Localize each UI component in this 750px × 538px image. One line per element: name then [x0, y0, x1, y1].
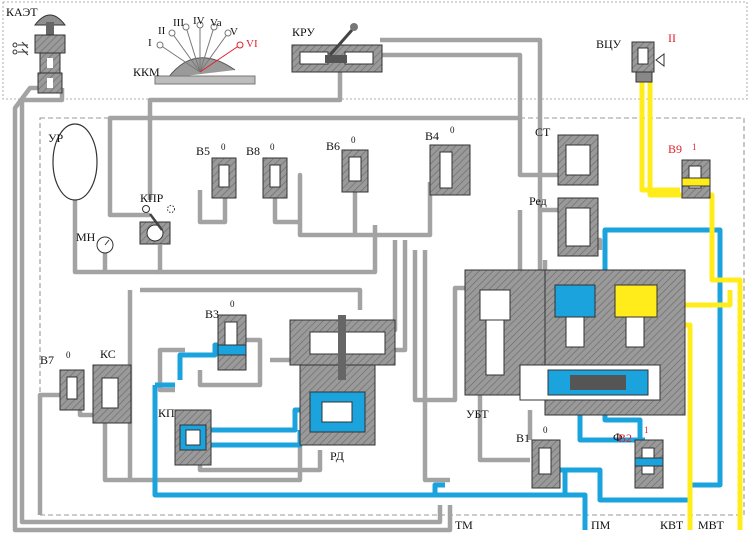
- ur-reservoir: [52, 123, 98, 201]
- kkm-pos-7: VI: [246, 38, 258, 50]
- label-tm: ТМ: [455, 518, 473, 532]
- label-kvt: КВТ: [660, 518, 684, 532]
- label-vcu: ВЦУ: [596, 37, 622, 51]
- kkm-pos-6: V: [230, 26, 238, 38]
- label-v9: В9: [668, 142, 682, 156]
- label-pm: ПМ: [591, 518, 611, 532]
- valve-v9: [681, 159, 711, 199]
- kkm-pos-1: I: [148, 37, 152, 49]
- label-kaet: КАЭТ: [6, 5, 38, 19]
- label-v8: В8: [246, 144, 260, 158]
- mark-v9: 1: [692, 142, 697, 152]
- label-kpr: КПР: [140, 191, 164, 205]
- kkm-pos-3: III: [173, 17, 184, 29]
- valve-v5: [211, 157, 237, 199]
- valve-v2: [634, 439, 664, 489]
- mark-v4: 0: [450, 125, 455, 135]
- red-unit: [557, 197, 599, 257]
- label-v2: В2: [618, 431, 632, 445]
- label-ubt: УБТ: [466, 407, 489, 421]
- gray-pipes: [12, 37, 603, 533]
- label-kkm: ККМ: [133, 65, 160, 79]
- label-v7: В7: [40, 353, 54, 367]
- valve-v1: [531, 439, 561, 489]
- valve-v7: [59, 369, 85, 411]
- label-red: Ред: [529, 194, 547, 208]
- kkm-pos-2: II: [158, 25, 166, 37]
- label-ur: УР: [48, 131, 63, 145]
- mark-v6: 0: [351, 135, 356, 145]
- mark-v7: 0: [66, 350, 71, 360]
- mark-v1: 0: [543, 425, 548, 435]
- valve-v4: [429, 144, 471, 196]
- label-v4: В4: [425, 129, 439, 143]
- mark-v3: 0: [230, 299, 235, 309]
- kkm-dial: [154, 21, 256, 85]
- ubt-unit: [464, 269, 686, 416]
- label-ks: КС: [100, 347, 116, 361]
- kkm-pos-4: IV: [193, 15, 205, 27]
- valve-v8: [262, 157, 288, 199]
- kaet-unit: [12, 14, 67, 94]
- label-v1: В1: [516, 431, 530, 445]
- label-mn: МН: [76, 230, 96, 244]
- rd-unit: [289, 315, 396, 446]
- mark-v8: 0: [270, 142, 275, 152]
- valve-v6: [341, 149, 369, 193]
- mark-v5: 0: [221, 142, 226, 152]
- label-mvt: МВТ: [698, 518, 725, 532]
- label-st: СТ: [535, 125, 551, 139]
- label-v6: В6: [326, 139, 340, 153]
- kru-unit: [291, 23, 383, 73]
- valve-v3: [217, 314, 247, 371]
- label-f: Ф: [613, 430, 622, 444]
- label-kru: КРУ: [292, 25, 315, 39]
- vcu-unit: [631, 41, 665, 83]
- ks-unit: [92, 364, 132, 424]
- kkm-pos-5: Va: [210, 17, 222, 29]
- mn-gauge: [96, 236, 114, 254]
- cab-frame: [2, 1, 748, 100]
- label-vcu-pos: II: [668, 31, 676, 45]
- label-v3: В3: [205, 307, 219, 321]
- st-unit: [557, 134, 599, 186]
- label-kp: КП: [158, 406, 175, 420]
- label-rd: РД: [330, 449, 344, 463]
- mark-v2: 1: [644, 425, 649, 435]
- kpr-unit: [139, 205, 175, 245]
- kp-unit: [174, 409, 212, 466]
- label-v5: В5: [196, 144, 210, 158]
